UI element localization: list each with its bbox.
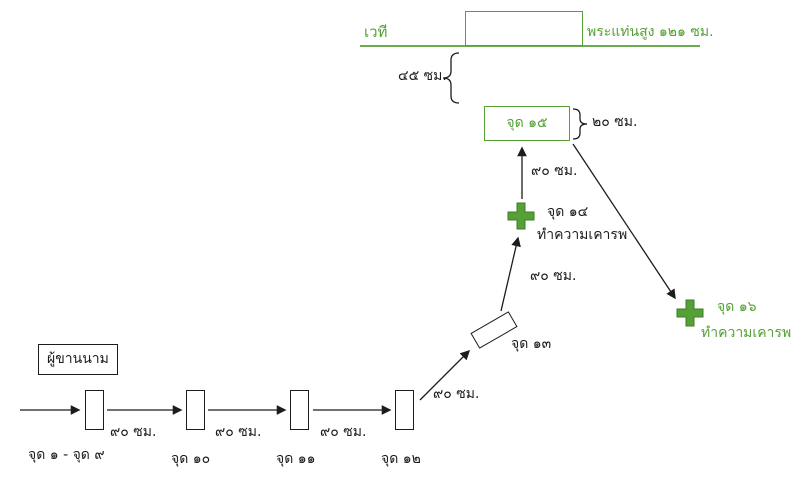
distance-90cm-p13-p14: ๙๐ ซม.	[530, 268, 577, 284]
point10-label: จุด ๑๐	[171, 451, 211, 467]
podium-box	[465, 11, 583, 46]
point14-label: จุด ๑๔	[547, 204, 589, 220]
stage-label: เวที	[364, 23, 388, 41]
point1-9-label: จุด ๑ - จุด ๙	[28, 447, 105, 463]
plus-icon-p14	[507, 202, 535, 230]
distance-90cm-p9-p10: ๙๐ ซม.	[110, 424, 157, 440]
point16-label: จุด ๑๖	[717, 299, 757, 315]
point15-box: จุด ๑๕	[484, 106, 570, 141]
point10-box	[186, 390, 205, 430]
point13-label: จุด ๑๓	[511, 336, 552, 352]
point12-box	[395, 390, 414, 430]
brace-20cm	[572, 108, 588, 140]
point16-action-label: ทำความเคารพ	[701, 325, 792, 341]
distance-45cm-label: ๔๕ ซม.	[398, 68, 447, 84]
arrow-p15-p16	[572, 143, 676, 300]
distance-90cm-p14-p15: ๙๐ ซม.	[531, 163, 578, 179]
point1-9-box	[85, 390, 104, 430]
distance-90cm-p10-p11: ๙๐ ซม.	[215, 424, 262, 440]
point12-label: จุด ๑๒	[381, 451, 421, 467]
plus-icon-p16	[676, 299, 704, 327]
point11-box	[290, 390, 309, 430]
announcer-box: ผู้ขานนาม	[38, 344, 118, 375]
point11-label: จุด ๑๑	[276, 451, 316, 467]
distance-90cm-p12-p13: ๙๐ ซม.	[433, 386, 480, 402]
point14-action-label: ทำความเคารพ	[537, 227, 628, 243]
point15-label: จุด ๑๕	[506, 115, 548, 132]
distance-90cm-p11-p12: ๙๐ ซม.	[320, 424, 367, 440]
podium-label: พระแท่นสูง ๑๒๑ ซม.	[587, 24, 714, 40]
announcer-label: ผู้ขานนาม	[47, 351, 109, 368]
distance-20cm-label: ๒๐ ซม.	[592, 114, 638, 130]
arrow-p13-p14	[500, 236, 521, 312]
